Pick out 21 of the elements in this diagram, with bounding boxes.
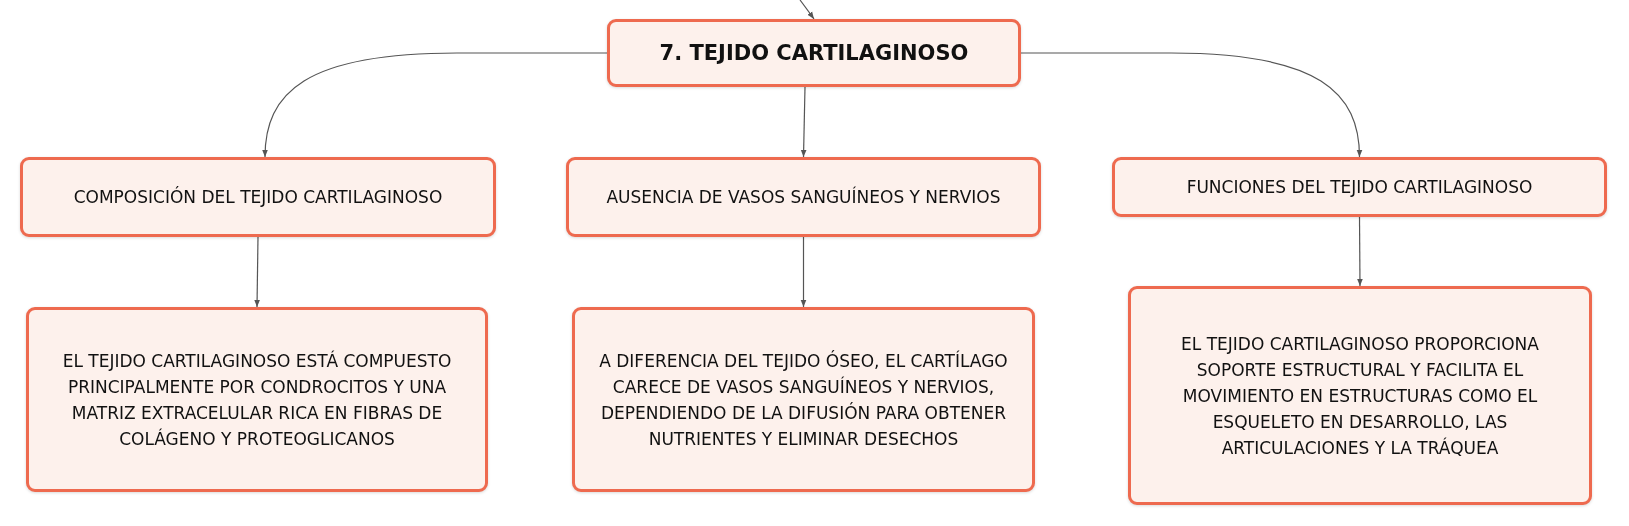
topic-box bbox=[1112, 157, 1607, 217]
connector-arrow bbox=[254, 236, 260, 308]
description-box bbox=[1128, 286, 1592, 505]
connector-arrow bbox=[1020, 52, 1362, 158]
topic-box bbox=[566, 157, 1041, 237]
connector-arrow bbox=[262, 52, 608, 158]
title-text: 7. TEJIDO CARTILAGINOSO bbox=[659, 40, 969, 66]
box-text: EL TEJIDO CARTILAGINOSO PROPORCIONA SOPORTE ESTRUCTURAL Y FACILITA EL MOVIMIENTO EN ESTRUCTURAS COMO EL ESQUELETO EN DESARROLLO, LAS ARTICULACIONES Y LA TRÁQUEA bbox=[1180, 332, 1540, 460]
description-box bbox=[26, 307, 488, 492]
description-box bbox=[572, 307, 1035, 492]
topic-box bbox=[20, 157, 496, 237]
connector-arrow bbox=[799, 0, 815, 20]
box-text: COMPOSICIÓN DEL TEJIDO CARTILAGINOSO bbox=[73, 185, 443, 209]
box-text: AUSENCIA DE VASOS SANGUÍNEOS Y NERVIOS bbox=[606, 185, 1001, 209]
connector-arrow bbox=[1357, 216, 1363, 287]
connector-arrow bbox=[800, 86, 807, 158]
box-text: EL TEJIDO CARTILAGINOSO ESTÁ COMPUESTO PRINCIPALMENTE POR CONDROCITOS Y UNA MATRIZ EXTRACELULAR RICA EN FIBRAS DE COLÁGENO Y PROTEOGLICANOS bbox=[61, 349, 453, 451]
connector-arrow bbox=[800, 236, 807, 308]
box-text: FUNCIONES DEL TEJIDO CARTILAGINOSO bbox=[1186, 176, 1533, 199]
box-text: A DIFERENCIA DEL TEJIDO ÓSEO, EL CARTÍLAGO CARECE DE VASOS SANGUÍNEOS Y NERVIOS, DEPENDIENDO DE LA DIFUSIÓN PARA OBTENER NUTRIENTES Y ELIMINAR DESECHOS bbox=[598, 349, 1009, 451]
title-box bbox=[607, 19, 1021, 87]
